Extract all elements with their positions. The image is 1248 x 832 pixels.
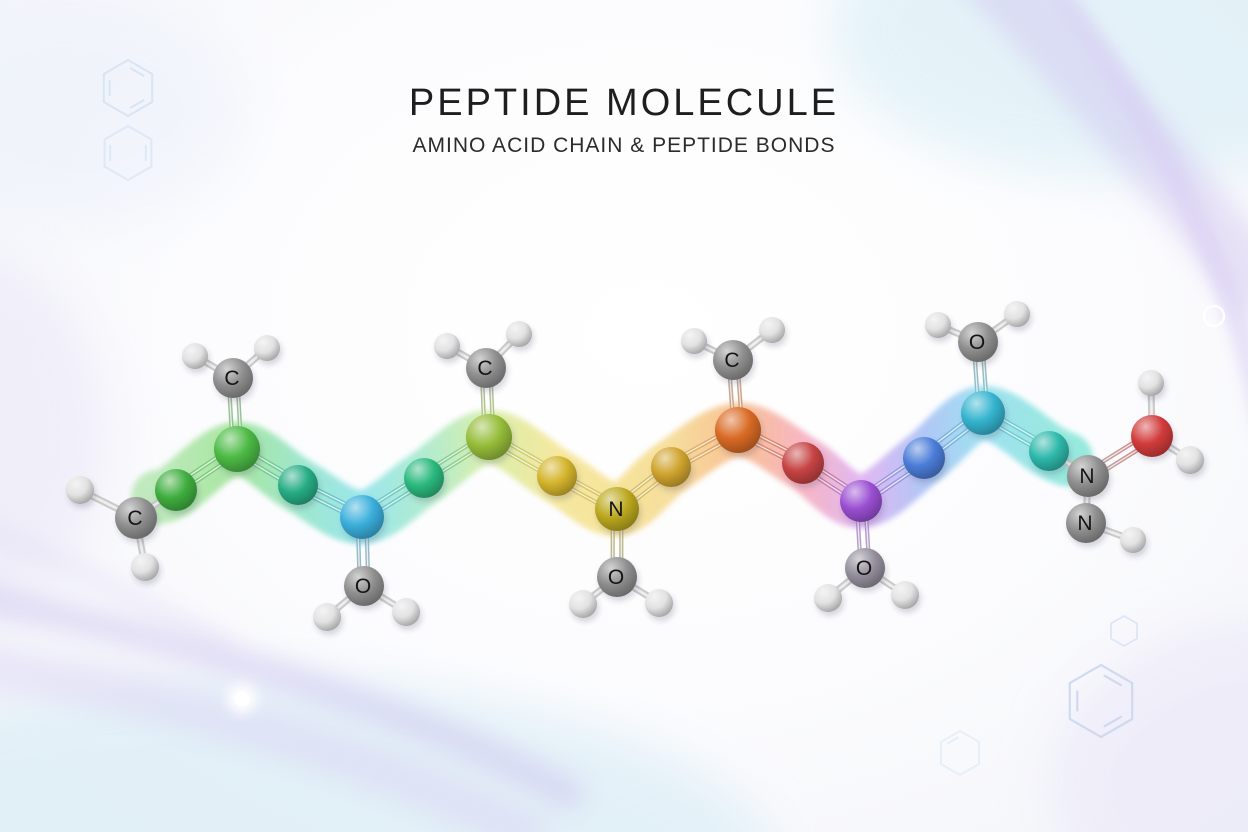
atom-H: [569, 590, 597, 618]
atom-o1: [715, 407, 761, 453]
atom-H: [254, 335, 280, 361]
ring-circle-decoration: [1202, 304, 1226, 328]
atom-C: [466, 348, 506, 388]
hexagon-decoration: [1068, 663, 1134, 739]
hexagon-decoration: [102, 58, 154, 118]
atom-H: [506, 321, 532, 347]
atom-N: [595, 487, 639, 531]
atom-H: [645, 589, 673, 617]
hexagon-inner-bond: [129, 99, 145, 109]
hexagon-decoration: [1110, 614, 1138, 648]
atom-label-O: O: [969, 331, 985, 354]
atom-b1: [903, 437, 945, 479]
atom-ro: [1131, 415, 1173, 457]
atom-t1: [278, 465, 318, 505]
atom-O: [958, 322, 998, 362]
hexagon-inner-bond: [129, 67, 145, 77]
atom-H: [759, 317, 785, 343]
atom-yg: [466, 414, 512, 460]
hexagon-inner-bond: [1103, 674, 1123, 687]
atom-c2: [961, 391, 1005, 435]
atom-H: [1176, 446, 1204, 474]
atom-label-C: C: [477, 357, 492, 380]
atom-label-O: O: [355, 575, 371, 598]
atom-H: [891, 581, 919, 609]
glow-spot-core: [234, 691, 250, 707]
hexagon-decorations: [102, 58, 1226, 777]
hexagon-inner-bond: [946, 736, 959, 745]
hexagon-decoration: [940, 729, 980, 777]
atom-r1: [782, 442, 824, 484]
atom-p1: [840, 480, 882, 522]
hexagon-decoration: [103, 124, 153, 182]
atom-C: [115, 497, 157, 539]
atom-H: [814, 584, 842, 612]
atom-g2: [214, 426, 260, 472]
hexagon-inner-bond: [1103, 715, 1123, 728]
atom-H: [1004, 301, 1030, 327]
atom-t2: [404, 458, 444, 498]
atom-label-O: O: [856, 557, 872, 580]
atom-H: [313, 603, 341, 631]
atom-label-O: O: [608, 566, 624, 589]
atom-c1: [340, 495, 384, 539]
atom-label-C: C: [724, 349, 739, 372]
atom-O: [344, 566, 384, 606]
atom-C: [213, 358, 253, 398]
atoms: [66, 301, 1206, 635]
atom-H: [434, 333, 460, 359]
atom-label-N: N: [608, 498, 623, 521]
atom-H: [182, 343, 208, 369]
atom-labels: C C O C O C O O N N N: [127, 331, 1094, 598]
atom-N: [1066, 503, 1106, 543]
atom-label-N: N: [1077, 512, 1092, 535]
atom-y2: [651, 447, 691, 487]
atom-t3: [1029, 431, 1069, 471]
atom-label-N: N: [1079, 465, 1094, 488]
atom-g1: [155, 469, 197, 511]
atom-H: [925, 312, 951, 338]
atom-label-C: C: [224, 367, 239, 390]
atom-H: [131, 553, 159, 581]
atom-N: [1067, 455, 1109, 497]
atom-label-C: C: [127, 507, 142, 530]
atom-H: [1138, 370, 1164, 396]
atom-H: [392, 598, 420, 626]
atom-H: [681, 328, 707, 354]
atom-C: [713, 340, 753, 380]
atom-O: [597, 557, 637, 597]
atom-y1: [537, 456, 577, 496]
atom-H: [66, 476, 94, 504]
atom-O: [845, 548, 885, 588]
atom-H: [1120, 527, 1146, 553]
